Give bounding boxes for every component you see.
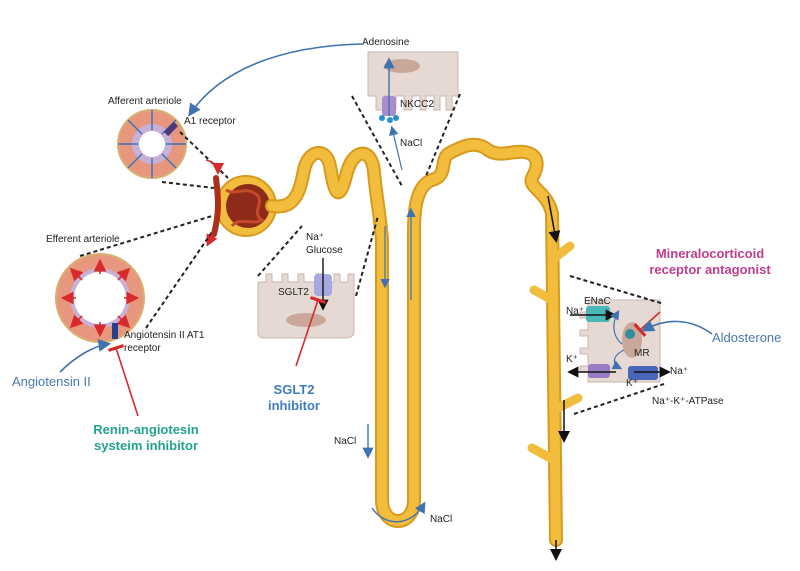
sglt2-na-label: Na⁺: [306, 232, 325, 243]
principal-cell: [579, 299, 661, 383]
na-plus-pump-label: Na⁺: [670, 366, 689, 377]
mra-line1: Mineralocorticoid: [655, 246, 765, 261]
mra-label: Mineralocorticoid receptor antagonist: [640, 246, 780, 279]
sglt2-inhibitor-line2: inhibitor: [268, 397, 320, 413]
k-plus-pump-label: K⁺: [626, 378, 638, 389]
aldosterone-label: Aldosterone: [712, 330, 782, 345]
ras-inhibitor-line2: systeim inhibitor: [93, 438, 199, 454]
glomerulus-icon: [211, 175, 277, 237]
mr-label: MR: [634, 348, 650, 359]
ras-inhibitor-label: Renin-angiotesin systeim inhibitor: [86, 422, 206, 455]
angiotensin-ii-label: Angiotensin II: [12, 374, 91, 389]
efferent-arteriole-icon: [55, 253, 145, 343]
adenosine-arrow: [188, 43, 363, 117]
mra-line2: receptor antagonist: [649, 262, 771, 278]
sglt2-cell: [257, 273, 355, 339]
sglt2-inhibitor-line1: SGLT2: [273, 382, 315, 397]
k-plus-left-label: K⁺: [566, 354, 578, 365]
nacl-loop-label: NaCl: [430, 514, 453, 525]
na-k-atpase-label: Na⁺-K⁺-ATPase: [652, 396, 724, 407]
nacl-top-label: NaCl: [400, 138, 423, 149]
ras-inhibitor-line1: Renin-angiotesin: [93, 422, 199, 437]
adenosine-label: Adenosine: [362, 37, 410, 48]
afferent-arteriole-icon: [117, 109, 187, 179]
sglt2-inhibitor-label: SGLT2 inhibitor: [264, 382, 324, 413]
enac-na-label: Na⁺: [566, 306, 585, 317]
a1-receptor-label: A1 receptor: [184, 116, 236, 127]
at1-receptor-label-line2: receptor: [124, 343, 161, 354]
glucose-label: Glucose: [306, 245, 343, 256]
nkcc2-label: NKCC2: [400, 99, 434, 110]
efferent-arteriole-label: Efferent arteriole: [46, 234, 120, 245]
sglt2-label: SGLT2: [278, 287, 309, 298]
afferent-arteriole-label: Afferent arteriole: [108, 96, 182, 107]
at1-receptor-label-line1: Angiotensin II AT1: [124, 330, 205, 341]
enac-label: ENaC: [584, 296, 611, 307]
nacl-descending-label: NaCl: [334, 436, 357, 447]
nkcc2-cell: [367, 51, 459, 123]
